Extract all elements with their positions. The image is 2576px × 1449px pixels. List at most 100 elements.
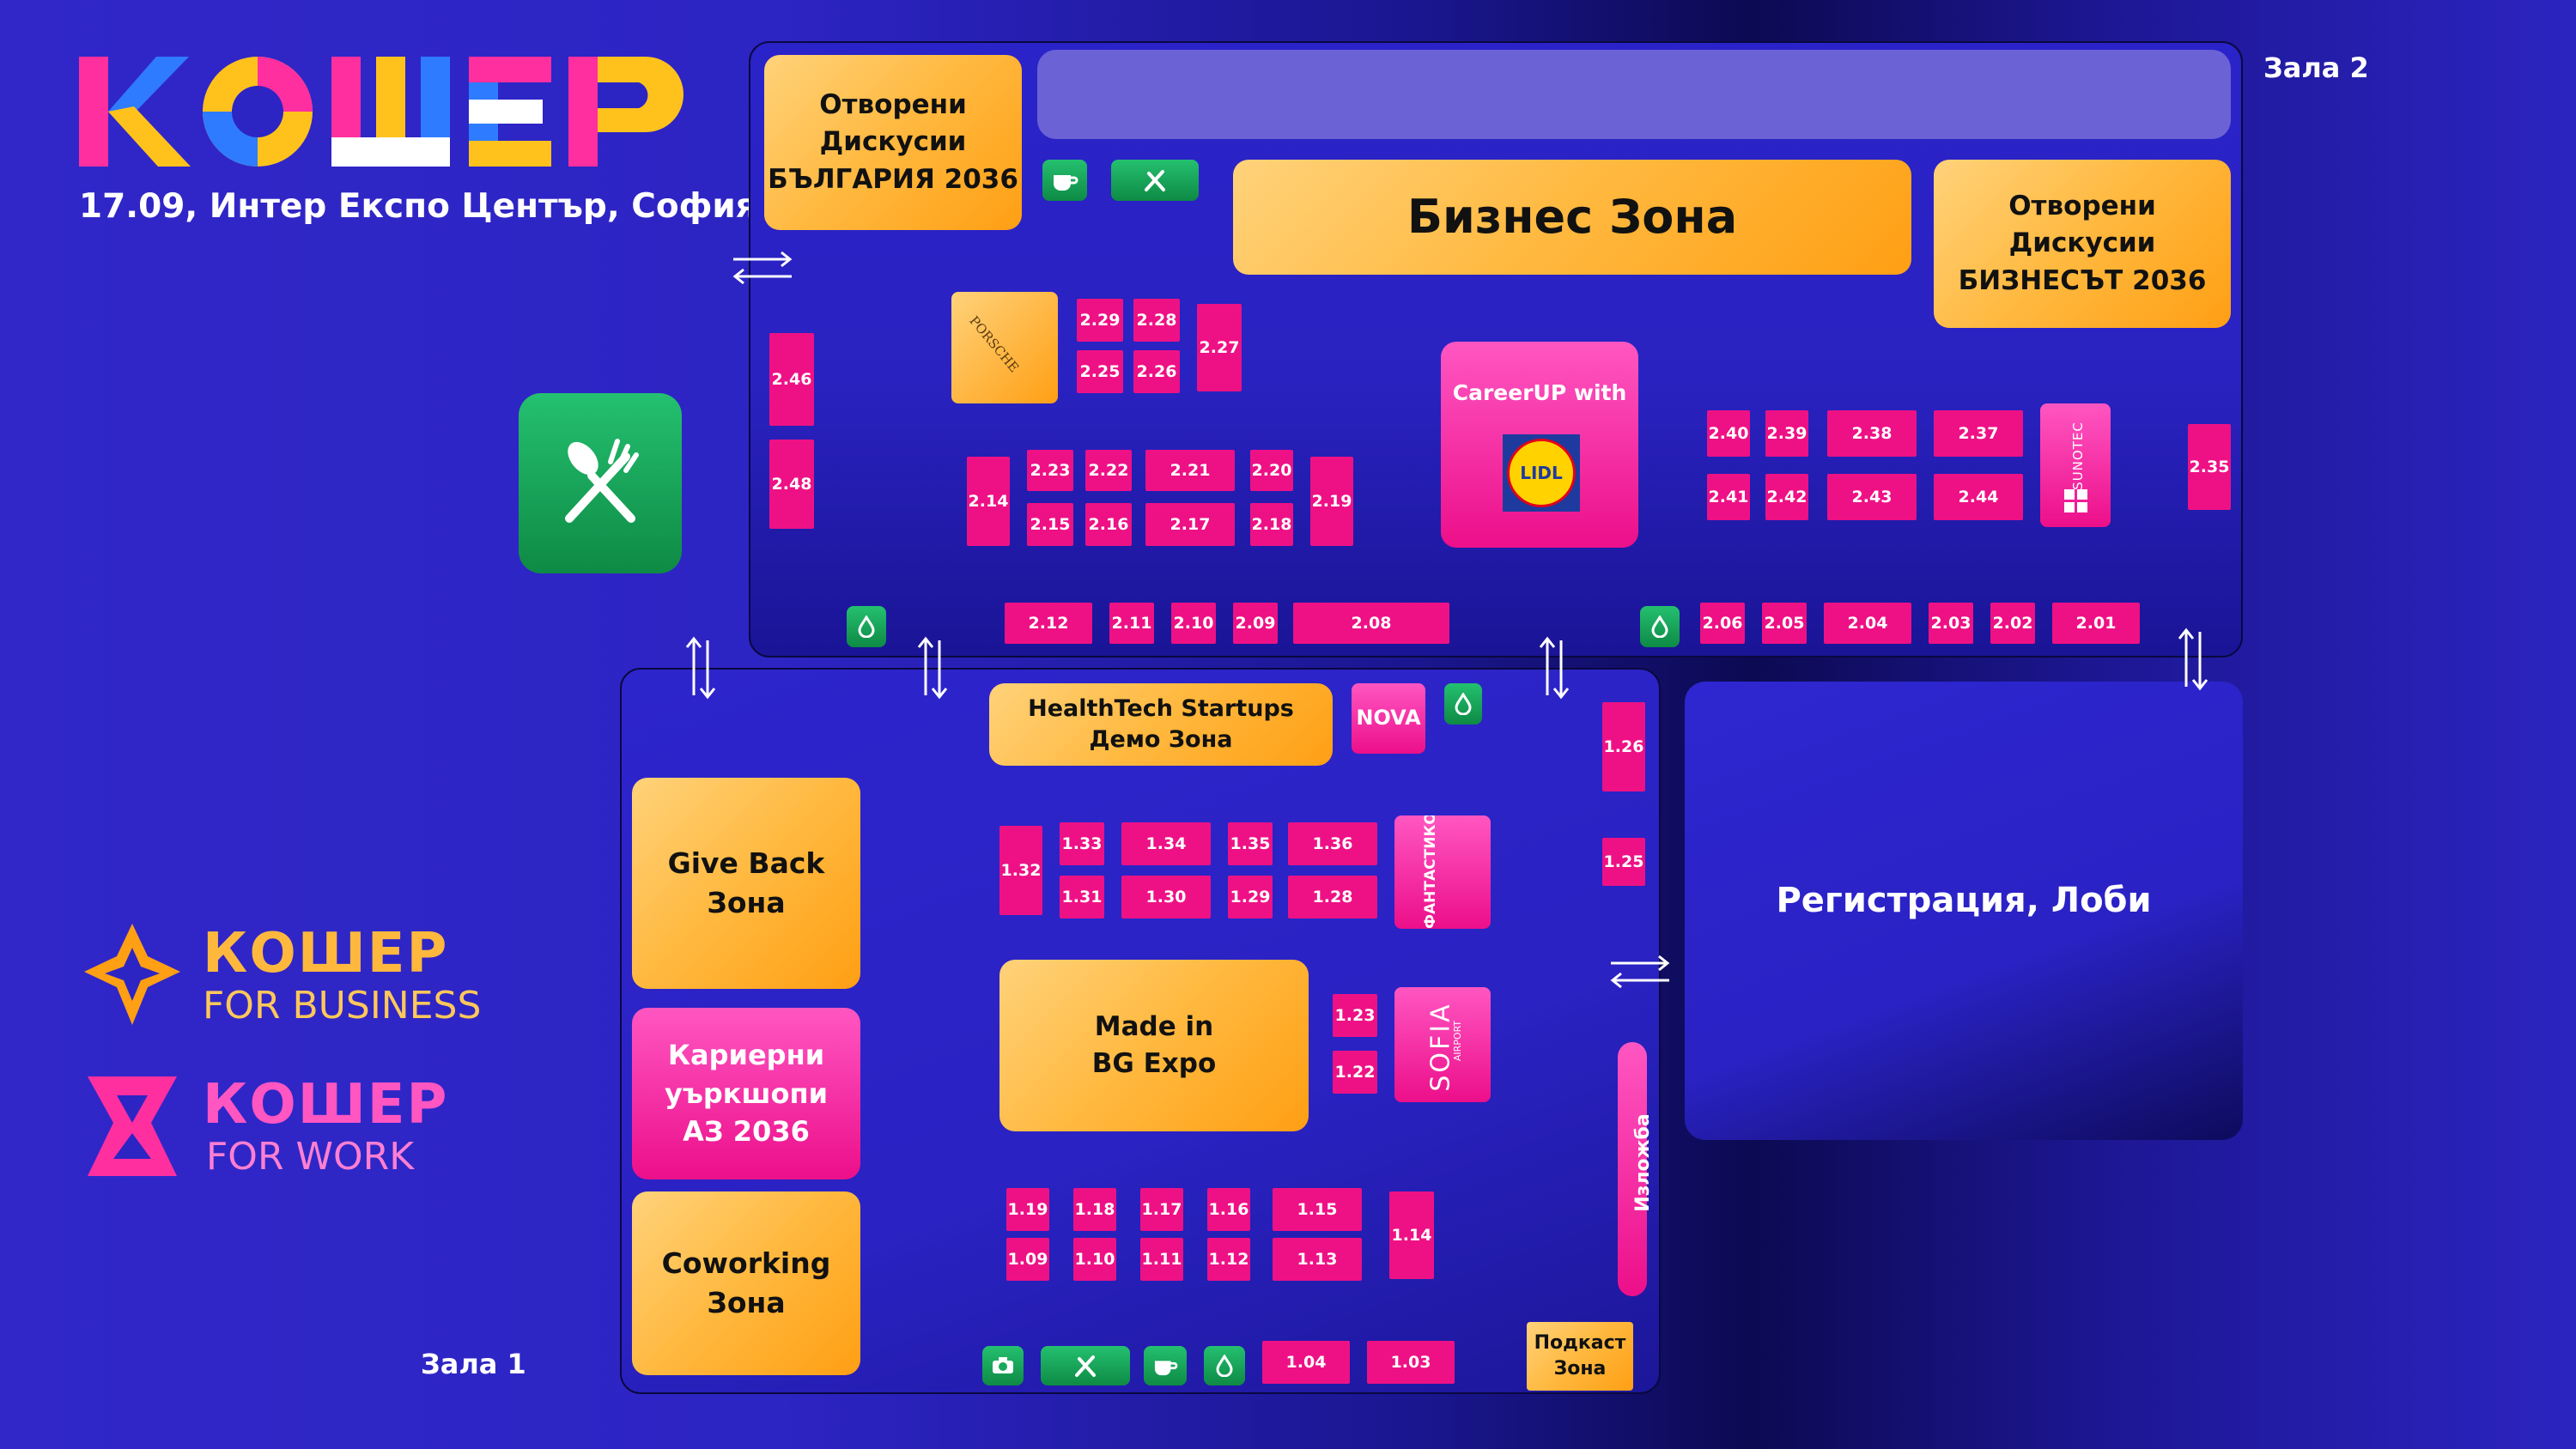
booth-1-29[interactable]: 1.29 bbox=[1228, 876, 1273, 919]
booth-1-19[interactable]: 1.19 bbox=[1006, 1188, 1049, 1231]
booth-2-01[interactable]: 2.01 bbox=[2052, 603, 2140, 644]
booth-1-17[interactable]: 1.17 bbox=[1140, 1188, 1183, 1231]
booth-1-34[interactable]: 1.34 bbox=[1121, 822, 1211, 865]
booth-2-05[interactable]: 2.05 bbox=[1762, 603, 1807, 644]
booth-2-15[interactable]: 2.15 bbox=[1027, 503, 1073, 546]
booth-2-27[interactable]: 2.27 bbox=[1197, 304, 1242, 391]
booth-2-35[interactable]: 2.35 bbox=[2188, 424, 2231, 510]
booth-1-18[interactable]: 1.18 bbox=[1073, 1188, 1116, 1231]
booth-2-42[interactable]: 2.42 bbox=[1765, 474, 1808, 520]
water-icon[interactable] bbox=[847, 606, 886, 647]
booth-2-40[interactable]: 2.40 bbox=[1707, 410, 1750, 457]
booth-1-23[interactable]: 1.23 bbox=[1333, 994, 1377, 1037]
booth-2-46[interactable]: 2.46 bbox=[769, 333, 814, 426]
zone-line: уъркшопи bbox=[664, 1076, 829, 1110]
booth-2-03[interactable]: 2.03 bbox=[1929, 603, 1973, 644]
registration-lobby[interactable]: Регистрация, Лоби bbox=[1685, 682, 2243, 1140]
water-icon[interactable] bbox=[1204, 1346, 1245, 1385]
work-brand-name: КОШЕР bbox=[203, 1073, 449, 1137]
porsche-stand[interactable]: PORSCHE bbox=[951, 292, 1058, 403]
booth-2-39[interactable]: 2.39 bbox=[1765, 410, 1808, 457]
booth-2-41[interactable]: 2.41 bbox=[1707, 474, 1750, 520]
booth-2-18[interactable]: 2.18 bbox=[1250, 503, 1293, 546]
booth-1-10[interactable]: 1.10 bbox=[1073, 1238, 1116, 1281]
booth-1-33[interactable]: 1.33 bbox=[1060, 822, 1104, 865]
made-in-bg-expo-zone[interactable]: Made in BG Expo bbox=[999, 960, 1309, 1131]
water-icon[interactable] bbox=[1640, 606, 1680, 647]
business-brand-tag: FOR BUSINESS bbox=[203, 984, 482, 1028]
booth-2-02[interactable]: 2.02 bbox=[1990, 603, 2035, 644]
booth-2-26[interactable]: 2.26 bbox=[1133, 350, 1180, 393]
booth-2-44[interactable]: 2.44 bbox=[1934, 474, 2023, 520]
booth-1-35[interactable]: 1.35 bbox=[1228, 822, 1273, 865]
booth-1-15[interactable]: 1.15 bbox=[1273, 1188, 1362, 1231]
booth-2-29[interactable]: 2.29 bbox=[1077, 299, 1123, 342]
camera-icon[interactable] bbox=[982, 1346, 1024, 1385]
booth-1-13[interactable]: 1.13 bbox=[1273, 1238, 1362, 1281]
booth-1-30[interactable]: 1.30 bbox=[1121, 876, 1211, 919]
career-workshops-zone[interactable]: Кариерни уъркшопи АЗ 2036 bbox=[632, 1008, 860, 1179]
booth-2-16[interactable]: 2.16 bbox=[1085, 503, 1132, 546]
booth-2-06[interactable]: 2.06 bbox=[1700, 603, 1745, 644]
booth-2-11[interactable]: 2.11 bbox=[1109, 603, 1154, 644]
coffee-icon[interactable] bbox=[1042, 160, 1087, 201]
booth-1-25[interactable]: 1.25 bbox=[1602, 838, 1645, 886]
podcast-zone[interactable]: Подкаст Зона bbox=[1527, 1322, 1633, 1391]
booth-2-19[interactable]: 2.19 bbox=[1310, 457, 1353, 546]
exhibition-strip[interactable]: Изложба bbox=[1618, 1042, 1654, 1296]
zone-line: Coworking bbox=[661, 1246, 831, 1280]
restaurant-icon[interactable] bbox=[1111, 160, 1199, 201]
zone-line: Зона bbox=[1553, 1358, 1607, 1379]
booth-1-04[interactable]: 1.04 bbox=[1262, 1341, 1350, 1384]
booth-1-11[interactable]: 1.11 bbox=[1140, 1238, 1183, 1281]
booth-1-16[interactable]: 1.16 bbox=[1207, 1188, 1250, 1231]
nova-stand[interactable]: NOVA bbox=[1352, 683, 1425, 754]
give-back-zone[interactable]: Give Back Зона bbox=[632, 778, 860, 989]
nova-logo: NOVA bbox=[1356, 706, 1421, 731]
restaurant-icon[interactable] bbox=[519, 393, 682, 573]
booth-2-37[interactable]: 2.37 bbox=[1934, 410, 2023, 457]
booth-1-31[interactable]: 1.31 bbox=[1060, 876, 1104, 919]
booth-1-22[interactable]: 1.22 bbox=[1333, 1051, 1377, 1094]
booth-2-23[interactable]: 2.23 bbox=[1027, 450, 1073, 491]
booth-1-32[interactable]: 1.32 bbox=[999, 826, 1042, 915]
booth-2-21[interactable]: 2.21 bbox=[1145, 450, 1235, 491]
healthtech-demo-zone[interactable]: HealthTech Startups Демо Зона bbox=[989, 683, 1333, 766]
booth-2-12[interactable]: 2.12 bbox=[1005, 603, 1092, 644]
booth-2-09[interactable]: 2.09 bbox=[1233, 603, 1278, 644]
kosher-for-work-logo: КОШЕР FOR WORK bbox=[82, 1073, 563, 1185]
booth-2-14[interactable]: 2.14 bbox=[967, 457, 1010, 546]
sunotec-stand[interactable]: SUNOTEC bbox=[2040, 403, 2111, 527]
booth-1-03[interactable]: 1.03 bbox=[1367, 1341, 1455, 1384]
booth-2-38[interactable]: 2.38 bbox=[1827, 410, 1917, 457]
business-zone[interactable]: Бизнес Зона bbox=[1233, 160, 1911, 275]
coworking-zone[interactable]: Coworking Зона bbox=[632, 1191, 860, 1375]
coffee-icon[interactable] bbox=[1144, 1346, 1187, 1385]
sofia-airport-stand[interactable]: SOFIA AIRPORT bbox=[1394, 987, 1491, 1102]
booth-1-09[interactable]: 1.09 bbox=[1006, 1238, 1049, 1281]
booth-2-43[interactable]: 2.43 bbox=[1827, 474, 1917, 520]
booth-1-12[interactable]: 1.12 bbox=[1207, 1238, 1250, 1281]
water-icon[interactable] bbox=[1444, 683, 1482, 724]
booth-2-25[interactable]: 2.25 bbox=[1077, 350, 1123, 393]
booth-1-36[interactable]: 1.36 bbox=[1288, 822, 1377, 865]
open-discussions-bulgaria-zone[interactable]: Отворени Дискусии БЪЛГАРИЯ 2036 bbox=[764, 55, 1022, 230]
booth-2-10[interactable]: 2.10 bbox=[1171, 603, 1216, 644]
booth-2-17[interactable]: 2.17 bbox=[1145, 503, 1235, 546]
booth-2-20[interactable]: 2.20 bbox=[1250, 450, 1293, 491]
booth-2-04[interactable]: 2.04 bbox=[1824, 603, 1911, 644]
booth-1-26[interactable]: 1.26 bbox=[1602, 702, 1645, 791]
booth-1-28[interactable]: 1.28 bbox=[1288, 876, 1377, 919]
restaurant-icon[interactable] bbox=[1041, 1346, 1130, 1385]
booth-1-14[interactable]: 1.14 bbox=[1389, 1191, 1434, 1279]
zone-line: Отворени bbox=[819, 88, 967, 120]
open-discussions-business-zone[interactable]: Отворени Дискусии БИЗНЕСЪТ 2036 bbox=[1934, 160, 2231, 328]
booth-2-28[interactable]: 2.28 bbox=[1133, 299, 1180, 342]
careerup-label: CareerUP with bbox=[1452, 380, 1627, 405]
kosher-logo bbox=[79, 52, 706, 172]
fantastiko-stand[interactable]: ФАНТАСТИКО bbox=[1394, 815, 1491, 929]
careerup-lidl-zone[interactable]: CareerUP with LIDL bbox=[1441, 342, 1638, 548]
booth-2-48[interactable]: 2.48 bbox=[769, 440, 814, 529]
booth-2-08[interactable]: 2.08 bbox=[1293, 603, 1449, 644]
booth-2-22[interactable]: 2.22 bbox=[1085, 450, 1132, 491]
